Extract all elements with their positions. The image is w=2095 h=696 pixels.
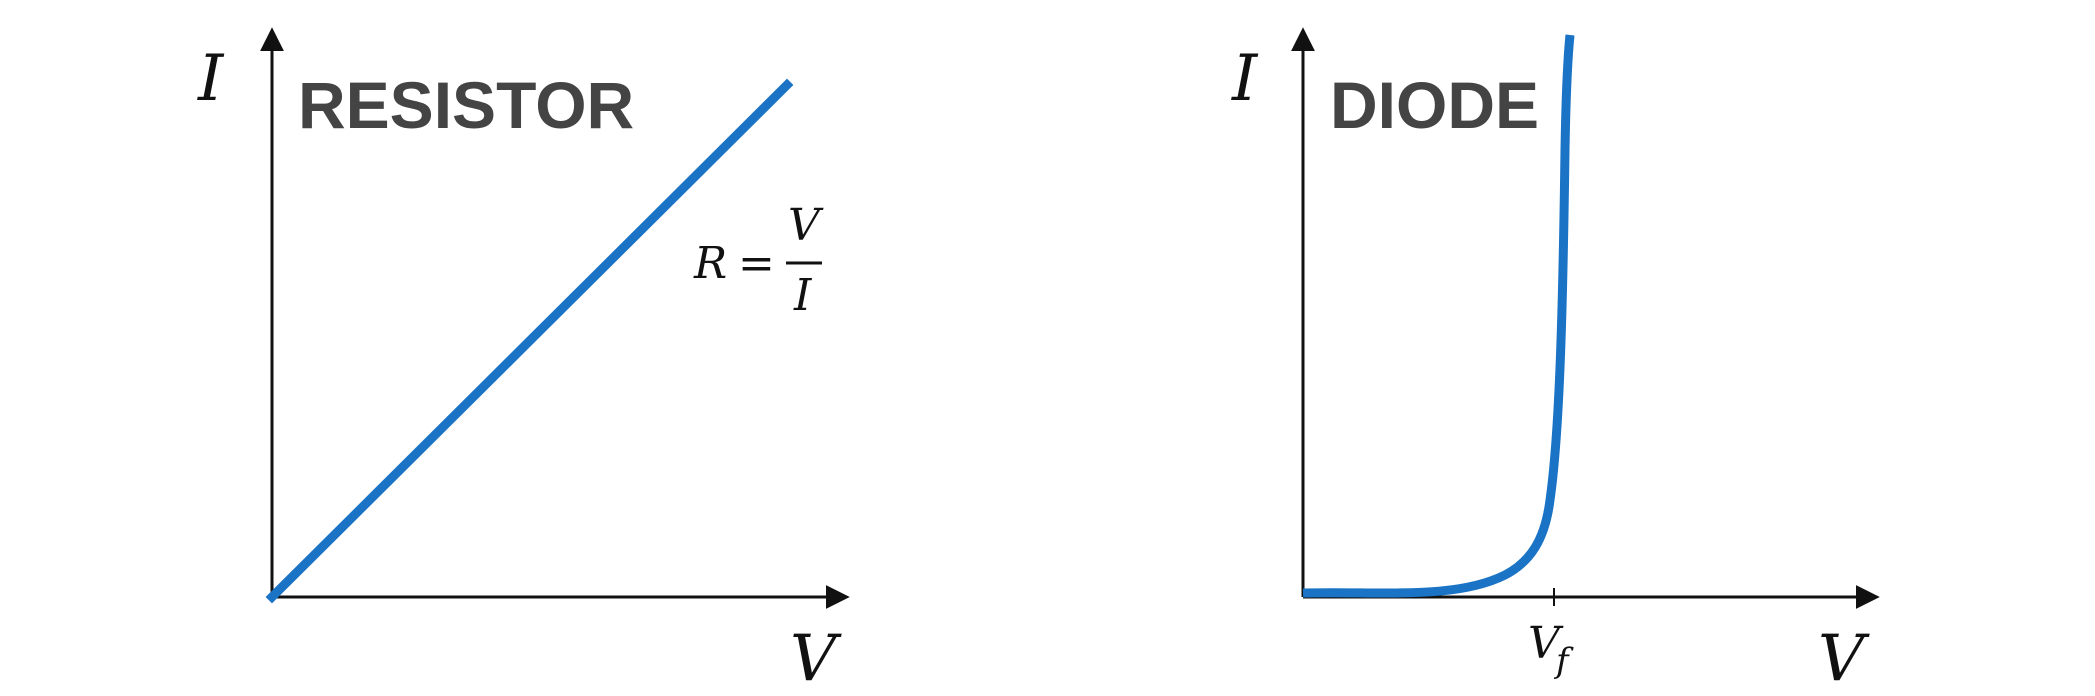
diode-panel: I V DIODE V f xyxy=(1231,27,1880,696)
resistor-panel: I V RESISTOR R = V I xyxy=(197,27,850,696)
resistor-title: RESISTOR xyxy=(298,68,634,142)
formula-denominator: I xyxy=(793,270,813,321)
formula-lhs: R xyxy=(693,238,727,289)
resistor-y-axis-label: I xyxy=(197,42,225,116)
forward-voltage-label: V f xyxy=(1528,618,1574,681)
diode-iv-curve xyxy=(1302,34,1575,598)
resistor-iv-line xyxy=(265,78,794,604)
diode-y-axis-label: I xyxy=(1231,42,1259,116)
forward-voltage-subscript: f xyxy=(1553,641,1574,681)
diode-title: DIODE xyxy=(1330,68,1539,142)
diode-x-axis-label: V xyxy=(1818,622,1870,696)
formula-numerator: V xyxy=(788,200,824,251)
ohms-law-formula: R = V I xyxy=(693,200,824,321)
resistor-x-axis-label: V xyxy=(790,622,842,696)
forward-voltage-main: V xyxy=(1528,618,1564,669)
formula-equals: = xyxy=(738,238,775,289)
